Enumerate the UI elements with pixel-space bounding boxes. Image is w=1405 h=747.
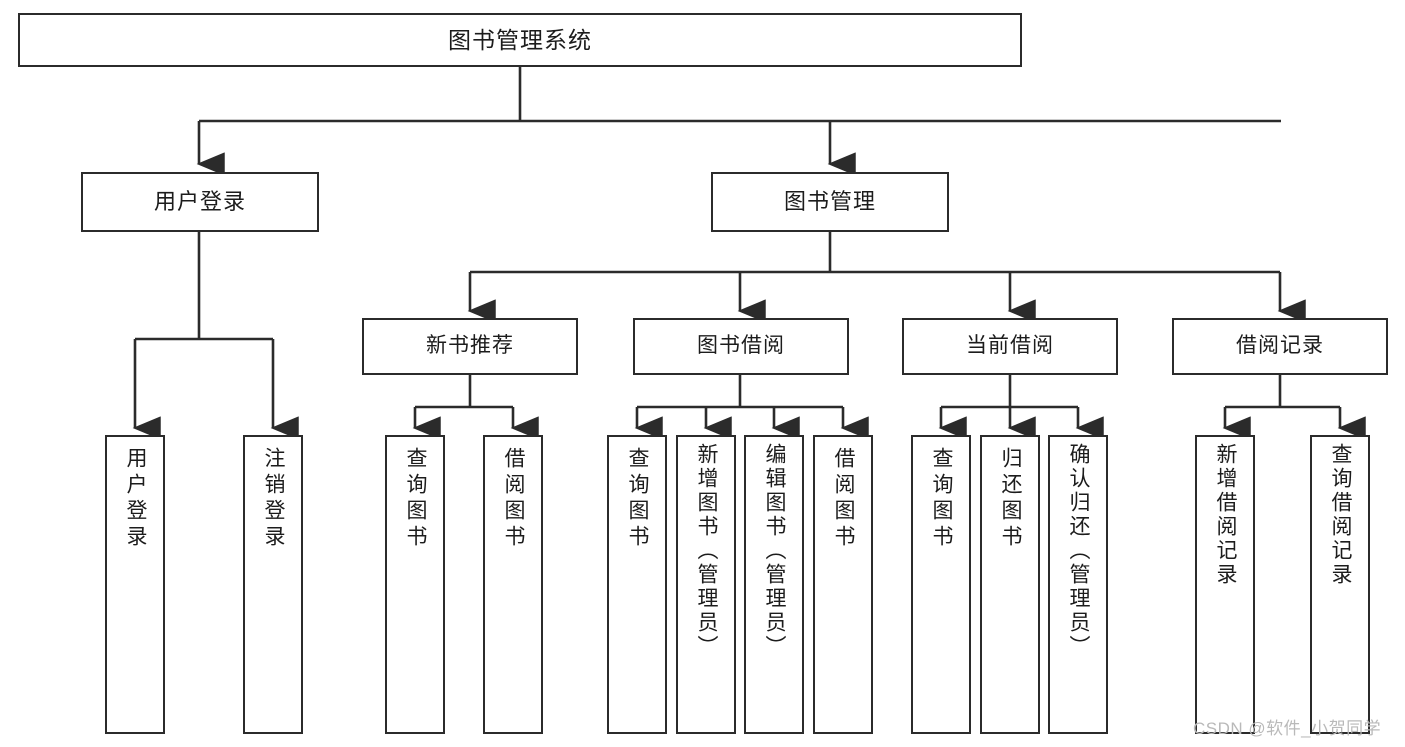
node-label: 用户登录 [153, 189, 246, 215]
node-book-borrow[interactable]: 图书借阅 [633, 318, 849, 375]
leaf-label: 归还图书 [999, 447, 1023, 551]
leaf-user-login[interactable]: 用户登录 [105, 435, 165, 734]
leaf-borrow-book[interactable]: 借阅图书 [813, 435, 873, 734]
node-label: 借阅记录 [1236, 334, 1324, 358]
leaf-label: 借阅图书 [832, 447, 856, 551]
leaf-add-book-admin[interactable]: 新增图书（管理员） [676, 435, 736, 734]
leaf-label: 借阅图书 [502, 447, 526, 551]
leaf-query-book-borrow[interactable]: 查询图书 [607, 435, 667, 734]
leaf-label: 查询借阅记录 [1329, 443, 1353, 587]
leaf-label: 查询图书 [626, 447, 650, 551]
leaf-label: 用户登录 [124, 447, 148, 551]
leaf-confirm-return-admin[interactable]: 确认归还（管理员） [1048, 435, 1108, 734]
leaf-label: 新增借阅记录 [1214, 443, 1238, 587]
node-current-borrow[interactable]: 当前借阅 [902, 318, 1118, 375]
leaf-borrow-book-recommend[interactable]: 借阅图书 [483, 435, 543, 734]
leaf-label: 确认归还（管理员） [1067, 443, 1091, 659]
node-label: 图书管理系统 [448, 26, 592, 53]
csdn-watermark: CSDN @软件_小贺同学 [1193, 719, 1382, 738]
leaf-query-borrow-record[interactable]: 查询借阅记录 [1310, 435, 1370, 734]
node-label: 新书推荐 [426, 334, 514, 358]
node-label: 当前借阅 [966, 334, 1054, 358]
node-new-book-recommendation[interactable]: 新书推荐 [362, 318, 578, 375]
leaf-label: 编辑图书（管理员） [763, 443, 787, 659]
node-label: 图书借阅 [697, 334, 785, 358]
leaf-add-borrow-record[interactable]: 新增借阅记录 [1195, 435, 1255, 734]
node-label: 图书管理 [783, 189, 876, 215]
leaf-edit-book-admin[interactable]: 编辑图书（管理员） [744, 435, 804, 734]
leaf-label: 查询图书 [930, 447, 954, 551]
leaf-return-book[interactable]: 归还图书 [980, 435, 1040, 734]
leaf-label: 查询图书 [404, 447, 428, 551]
leaf-query-book-recommend[interactable]: 查询图书 [385, 435, 445, 734]
node-borrow-records[interactable]: 借阅记录 [1172, 318, 1388, 375]
node-book-management[interactable]: 图书管理 [711, 172, 949, 232]
node-root-book-management-system[interactable]: 图书管理系统 [18, 13, 1022, 67]
node-user-login[interactable]: 用户登录 [81, 172, 319, 232]
leaf-logout[interactable]: 注销登录 [243, 435, 303, 734]
leaf-query-book-current[interactable]: 查询图书 [911, 435, 971, 734]
leaf-label: 新增图书（管理员） [695, 443, 719, 659]
leaf-label: 注销登录 [262, 447, 286, 551]
